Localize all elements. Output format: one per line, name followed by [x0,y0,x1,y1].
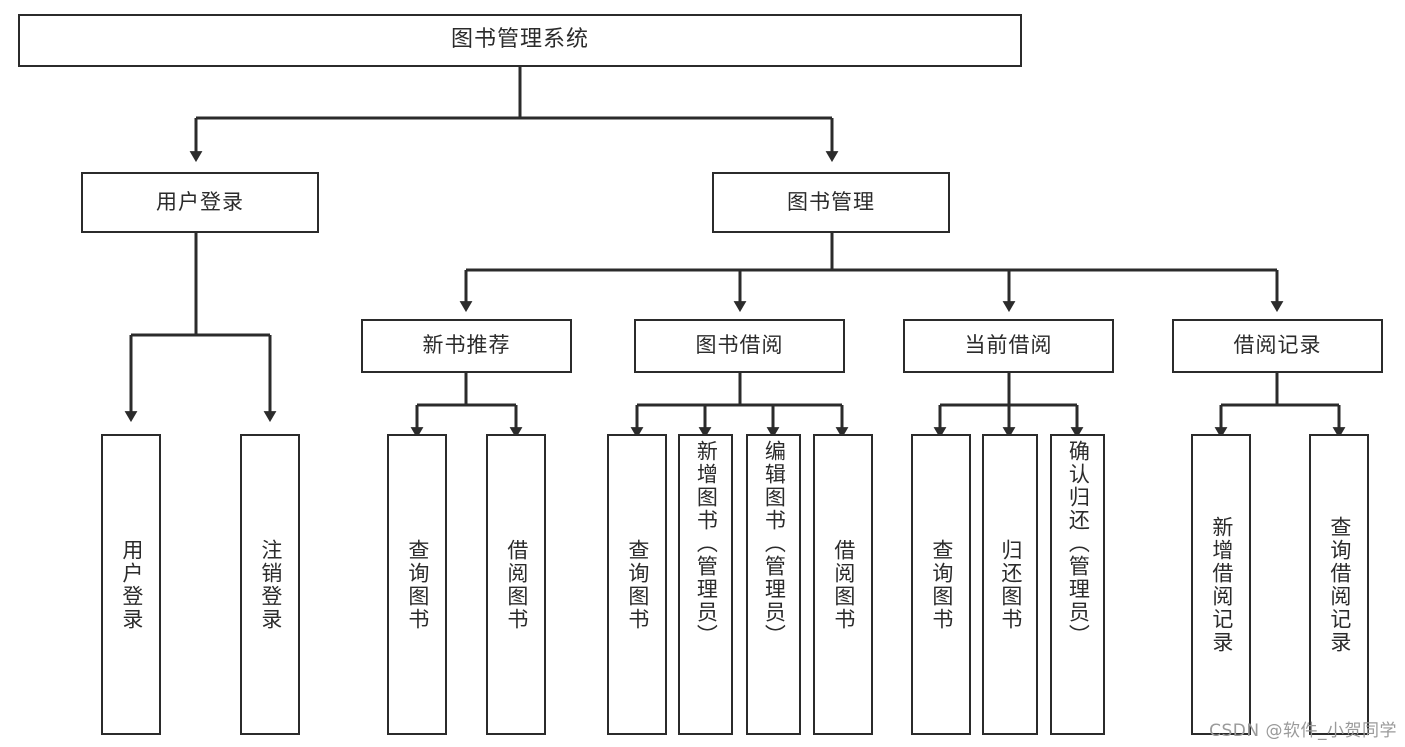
node-book-borrow-label: 图书借阅 [695,333,784,358]
node-leaf-add-book-label: 新增图书（管理员） [694,440,719,647]
node-new-book-recommend[interactable]: 新书推荐 [361,319,572,373]
watermark: CSDN @软件_小贺同学 [1209,721,1397,741]
node-leaf-user-login[interactable]: 用户登录 [101,434,161,735]
node-leaf-query-book-3-label: 查询图书 [929,538,954,631]
node-leaf-query-book-3[interactable]: 查询图书 [911,434,971,735]
node-current-borrow[interactable]: 当前借阅 [903,319,1114,373]
node-leaf-edit-book-label: 编辑图书（管理员） [762,440,787,647]
node-user-login-label: 用户登录 [156,189,244,214]
node-current-borrow-label: 当前借阅 [964,333,1053,358]
node-leaf-confirm-return[interactable]: 确认归还（管理员） [1050,434,1105,735]
node-root-label: 图书管理系统 [450,27,589,53]
node-leaf-query-book-2-label: 查询图书 [625,538,650,631]
node-leaf-add-record-label: 新增借阅记录 [1209,515,1234,654]
node-leaf-query-record[interactable]: 查询借阅记录 [1309,434,1369,735]
node-new-book-recommend-label: 新书推荐 [422,333,511,358]
node-leaf-borrow-book-2-label: 借阅图书 [831,538,856,631]
node-user-login[interactable]: 用户登录 [81,172,319,233]
node-leaf-return-book-label: 归还图书 [998,538,1023,631]
node-leaf-borrow-book-2[interactable]: 借阅图书 [813,434,873,735]
node-leaf-query-record-label: 查询借阅记录 [1327,515,1352,654]
node-leaf-borrow-book-1-label: 借阅图书 [504,538,529,631]
node-borrow-record-label: 借阅记录 [1233,333,1322,358]
node-leaf-logout-login-label: 注销登录 [258,538,283,631]
node-root[interactable]: 图书管理系统 [18,14,1022,67]
node-leaf-add-record[interactable]: 新增借阅记录 [1191,434,1251,735]
node-leaf-edit-book[interactable]: 编辑图书（管理员） [746,434,801,735]
node-leaf-query-book-2[interactable]: 查询图书 [607,434,667,735]
node-leaf-confirm-return-label: 确认归还（管理员） [1066,440,1091,647]
node-leaf-user-login-label: 用户登录 [119,538,144,631]
node-book-manage-label: 图书管理 [787,189,875,214]
node-book-manage[interactable]: 图书管理 [712,172,950,233]
node-leaf-logout-login[interactable]: 注销登录 [240,434,300,735]
node-leaf-query-book-1[interactable]: 查询图书 [387,434,447,735]
node-leaf-add-book[interactable]: 新增图书（管理员） [678,434,733,735]
node-leaf-query-book-1-label: 查询图书 [405,538,430,631]
node-borrow-record[interactable]: 借阅记录 [1172,319,1383,373]
node-leaf-return-book[interactable]: 归还图书 [982,434,1038,735]
node-leaf-borrow-book-1[interactable]: 借阅图书 [486,434,546,735]
node-book-borrow[interactable]: 图书借阅 [634,319,845,373]
